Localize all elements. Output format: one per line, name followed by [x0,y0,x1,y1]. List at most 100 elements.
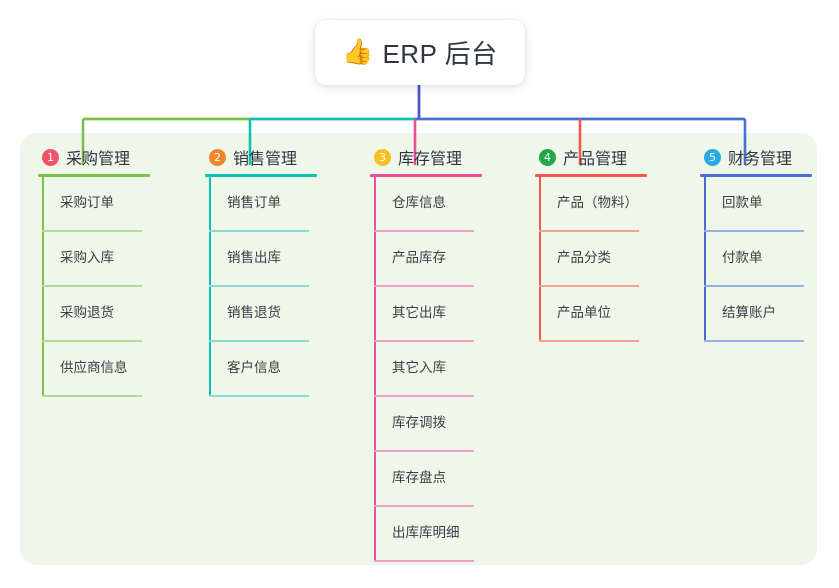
branch-item-underline [374,505,474,507]
branch-item[interactable]: 采购订单 [38,177,150,232]
branch-item[interactable]: 其它入库 [370,342,482,397]
branch-stem [42,177,44,397]
branch-item-label: 付款单 [722,250,763,265]
branch-item[interactable]: 销售出库 [205,232,317,287]
branch-item-list: 仓库信息产品库存其它出库其它入库库存调拨库存盘点出库库明细 [370,177,482,562]
branch-item[interactable]: 仓库信息 [370,177,482,232]
branch-item-list: 回款单付款单结算账户 [700,177,812,342]
branch-item-underline [374,230,474,232]
branch-item-list: 销售订单销售出库销售退货客户信息 [205,177,317,397]
branch-item[interactable]: 产品（物料） [535,177,647,232]
branch-stem [374,177,376,562]
branch-title: 采购管理 [66,151,131,168]
branch-column-5: 5 财务管理回款单付款单结算账户 [700,146,812,342]
branch-item-underline [704,285,804,287]
branch-item-label: 产品库存 [392,250,446,265]
branch-header-underline [700,174,812,177]
branch-item-label: 仓库信息 [392,195,446,210]
branch-item-label: 产品分类 [557,250,611,265]
branch-item-underline [374,395,474,397]
branch-title: 财务管理 [728,151,793,168]
branch-item-label: 采购退货 [60,305,114,320]
branch-item-label: 结算账户 [722,305,776,320]
branch-item[interactable]: 回款单 [700,177,812,232]
branch-item-label: 产品（物料） [557,195,638,210]
branch-column-2: 2 销售管理销售订单销售出库销售退货客户信息 [205,146,317,397]
root-node-title: ERP 后台 [382,39,498,69]
branch-item-label: 回款单 [722,195,763,210]
branch-item-underline [539,340,639,342]
branch-header-underline [535,174,647,177]
branch-item[interactable]: 销售退货 [205,287,317,342]
branch-header-5[interactable]: 5 财务管理 [700,146,812,168]
branch-header-4[interactable]: 4 产品管理 [535,146,647,168]
branch-item[interactable]: 其它出库 [370,287,482,342]
branch-item-underline [704,230,804,232]
branch-item-label: 库存盘点 [392,470,446,485]
branch-header-1[interactable]: 1 采购管理 [38,146,150,168]
branch-number-badge: 5 [704,148,721,166]
branch-number-badge: 3 [374,148,391,166]
branch-item-underline [374,285,474,287]
branch-title: 产品管理 [563,151,628,168]
branch-number-badge: 4 [539,148,556,166]
branch-item-label: 出库库明细 [392,525,460,540]
branch-item[interactable]: 产品库存 [370,232,482,287]
branch-item[interactable]: 出库库明细 [370,507,482,562]
branch-header-underline [205,174,317,177]
branch-item-underline [42,285,142,287]
thumbs-up-icon: 👍 [342,38,374,66]
branch-header-underline [38,174,150,177]
branch-item[interactable]: 库存盘点 [370,452,482,507]
branch-item[interactable]: 销售订单 [205,177,317,232]
branch-header-3[interactable]: 3 库存管理 [370,146,482,168]
branch-item-list: 采购订单采购入库采购退货供应商信息 [38,177,150,397]
branch-item-underline [209,395,309,397]
branch-stem [704,177,706,342]
branch-item-underline [209,285,309,287]
branch-item-underline [42,230,142,232]
branch-item-label: 产品单位 [557,305,611,320]
branch-item[interactable]: 库存调拨 [370,397,482,452]
branch-item[interactable]: 结算账户 [700,287,812,342]
branch-item-underline [539,230,639,232]
branch-title: 库存管理 [398,151,463,168]
branch-item-underline [42,340,142,342]
branch-item-underline [374,560,474,562]
branch-item-label: 销售出库 [227,250,281,265]
branch-item[interactable]: 供应商信息 [38,342,150,397]
branch-item[interactable]: 采购退货 [38,287,150,342]
branch-header-underline [370,174,482,177]
branch-item[interactable]: 产品单位 [535,287,647,342]
branch-item-list: 产品（物料） 产品分类产品单位 [535,177,647,342]
branch-item-underline [42,395,142,397]
branch-item[interactable]: 产品分类 [535,232,647,287]
branch-item[interactable]: 客户信息 [205,342,317,397]
branch-item-label: 客户信息 [227,360,281,375]
branch-item-label: 采购入库 [60,250,114,265]
root-node-card[interactable]: 👍 ERP 后台 [315,20,525,85]
branch-number-badge: 1 [42,148,59,166]
branch-item-underline [209,340,309,342]
branch-item[interactable]: 采购入库 [38,232,150,287]
root-node-content: 👍 ERP 后台 [342,34,497,71]
branch-number-badge: 2 [209,148,226,166]
branch-item-underline [539,285,639,287]
branch-title: 销售管理 [233,151,298,168]
branch-item-underline [374,340,474,342]
branch-item-underline [374,450,474,452]
branch-stem [539,177,541,342]
branch-item-label: 供应商信息 [60,360,128,375]
branch-item-label: 其它入库 [392,360,446,375]
branch-header-2[interactable]: 2 销售管理 [205,146,317,168]
branch-item[interactable]: 付款单 [700,232,812,287]
branch-column-1: 1 采购管理采购订单采购入库采购退货供应商信息 [38,146,150,397]
branch-stem [209,177,211,397]
branch-column-4: 4 产品管理产品（物料） 产品分类产品单位 [535,146,647,342]
branch-item-label: 其它出库 [392,305,446,320]
branch-item-label: 销售订单 [227,195,281,210]
branch-item-underline [209,230,309,232]
branch-item-label: 销售退货 [227,305,281,320]
branch-column-3: 3 库存管理仓库信息产品库存其它出库其它入库库存调拨库存盘点出库库明细 [370,146,482,562]
